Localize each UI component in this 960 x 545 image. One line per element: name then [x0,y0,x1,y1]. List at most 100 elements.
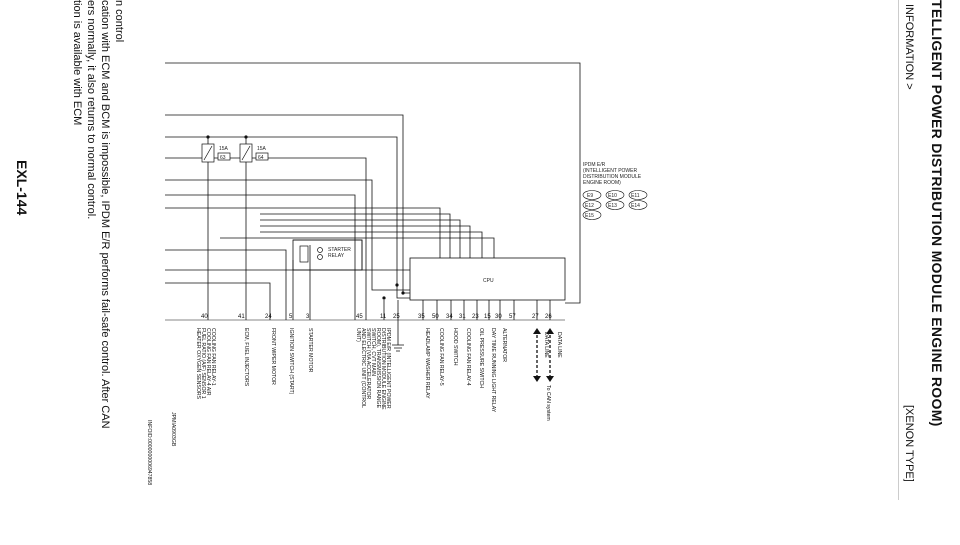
pin-number: 57 [509,314,516,320]
wire-bus-9 [260,219,461,258]
wire-bus-4 [165,157,367,320]
module-name-3: DISTRIBUTION MODULE [583,174,642,180]
connector-e14-label: E14 [631,203,640,209]
fuse-63-tag [217,152,231,161]
cpu-box [409,257,566,301]
label-pin-5: IGNITION SWITCH (START) [288,328,294,395]
wire-bus-8 [260,213,451,258]
svg-text:JPMIA0903GB: JPMIA0903GB [170,412,176,447]
connector-e15 [582,210,602,220]
pin-number: 5 [289,314,293,320]
svg-text:DATA LINE: DATA LINE [543,332,549,358]
pin-number: 35 [418,314,425,320]
svg-text:SWITCH (VIA ACCELERATOR: SWITCH (VIA ACCELERATOR [365,328,371,400]
junction-dot [206,135,210,139]
can-arrow-2 [546,376,554,382]
junction-dot [244,135,248,139]
svg-text:OIL PRESSURE SWITCH: OIL PRESSURE SWITCH [478,328,484,388]
svg-text:ECM, FUEL INJECTORS: ECM, FUEL INJECTORS [243,328,249,387]
svg-text:HOOD SWITCH: HOOD SWITCH [452,328,458,366]
fuse-63-element [203,145,213,161]
wire-bus-15 [165,282,271,320]
label-pin-24: FRONT WIPER MOTOR [270,328,276,385]
svg-text:COOLING FAN RELAY-1: COOLING FAN RELAY-1 [210,328,216,386]
fuse-64-number: 64 [258,155,264,161]
pin-number: 30 [495,314,502,320]
wire-bus-11 [260,231,483,258]
svg-text:IGNITION SWITCH (START): IGNITION SWITCH (START) [288,328,294,395]
label-pin-31: COOLING FAN RELAY-4 [465,328,471,386]
svg-text:DAY TIME RUNNING LIGHT RELAY: DAY TIME RUNNING LIGHT RELAY [490,328,496,413]
label-pin-30: ALTERNATOR [501,328,507,362]
wire-bus-7 [165,207,441,258]
pin-number: 40 [201,314,208,320]
connector-e9 [582,190,602,200]
data-line-label-2: DATA LINE [556,332,562,358]
starter-relay-label-1: STARTER [328,247,351,253]
info-id: INFOID:0000000006947858 [146,420,152,485]
connector-e12 [582,200,602,210]
module-name-4: ENGINE ROOM) [583,180,621,186]
svg-text:ALTERNATOR: ALTERNATOR [501,328,507,362]
label-pin-35: HEADLAMP WASHER RELAY [424,328,430,399]
fuse-64-element [241,145,251,161]
svg-text:HEATER OXYGEN SENSORS: HEATER OXYGEN SENSORS [195,328,201,400]
connector-e10-label: E10 [608,193,617,199]
fuse-64-tag [255,152,269,161]
connector-e9-label: E9 [587,193,593,199]
connector-e13-label: E13 [608,203,617,209]
pin-number: 15 [484,314,491,320]
wire-bus-2 [165,114,410,294]
can-arrow-1b [533,328,541,334]
svg-text:COOLING FAN RELAY-4 AIR: COOLING FAN RELAY-4 AIR [205,328,211,396]
label-pin-50: COOLING FAN RELAY-5 [438,328,444,386]
wire-bus-top [165,62,581,304]
svg-text:IPDM E/R (INTELLIGENT POWER: IPDM E/R (INTELLIGENT POWER [385,328,391,409]
can-arrow-1 [533,376,541,382]
pin-number: 34 [446,314,453,320]
can-arrow-2b [546,328,554,334]
svg-text:FRONT WIPER MOTOR: FRONT WIPER MOTOR [270,328,276,385]
label-pin-23: OIL PRESSURE SWITCH [478,328,484,388]
cpu-label: CPU [483,278,494,284]
label-pin-3: STARTER MOTOR [307,328,313,373]
label-pin-15: DAY TIME RUNNING LIGHT RELAY [490,328,496,413]
relay-contact-1 [317,247,323,253]
pin-number: 41 [238,314,245,320]
svg-text:HEADLAMP WASHER RELAY: HEADLAMP WASHER RELAY [424,328,430,399]
svg-text:AND ELECTRIC UNIT (CONTROL: AND ELECTRIC UNIT (CONTROL [360,328,366,408]
svg-text:FUEL RATIO (A/F) SENSOR 1: FUEL RATIO (A/F) SENSOR 1 [200,328,206,399]
data-line-label-1: DATA LINE [543,332,549,358]
svg-text:DISTRIBUTION MODULE ENGINE: DISTRIBUTION MODULE ENGINE [380,328,386,410]
svg-text:INFOID:0000000006947858: INFOID:0000000006947858 [146,420,152,485]
fuse-63-number: 63 [220,155,226,161]
svg-text:STARTER MOTOR: STARTER MOTOR [307,328,313,373]
svg-text:DATA LINE: DATA LINE [556,332,562,358]
svg-text:UNIT): UNIT) [355,328,361,342]
wire-bus-10 [260,225,471,258]
module-name-2: (INTELLIGENT POWER [583,168,637,174]
connector-e11-label: E11 [631,193,640,199]
connector-e12-label: E12 [585,203,594,209]
svg-text:To CAN system: To CAN system [545,385,551,421]
pin-number: 45 [356,314,363,320]
junction-dot [401,291,405,295]
label-pin-41: ECM, FUEL INJECTORS [243,328,249,387]
pin-number: 27 [532,314,539,320]
label-pin-40: COOLING FAN RELAY-1 COOLING FAN RELAY-4 … [195,328,216,400]
relay-contact-2 [317,254,323,260]
junction-dot [382,296,386,300]
relay-coil [299,245,309,263]
pin-number: 26 [545,314,552,320]
starter-relay-label-2: RELAY [328,253,345,259]
pin-number: 23 [472,314,479,320]
pin-number: 25 [393,314,400,320]
fuse-64-rating: 15A [257,146,267,152]
fuse-63-rating: 15A [219,146,229,152]
can-system-label: To CAN system [545,385,551,421]
header-rule [898,0,899,500]
figure-code: JPMIA0903GB [170,412,176,447]
connector-e11 [628,190,648,200]
pin-number: 11 [380,314,387,320]
